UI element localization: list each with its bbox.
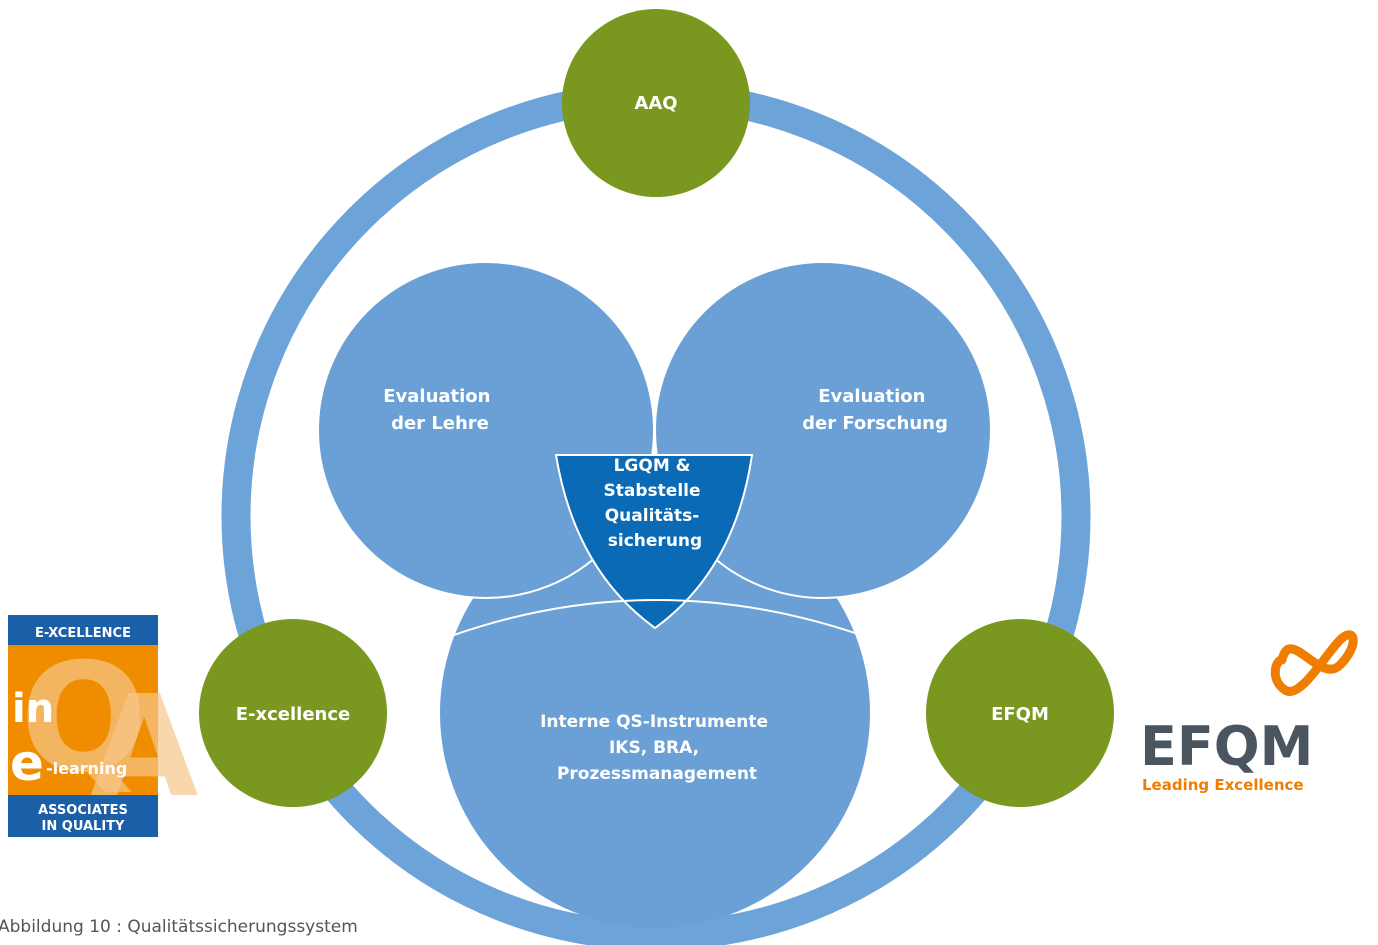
node-efqm xyxy=(926,619,1114,807)
excellence-logo-e: e xyxy=(10,734,44,792)
efqm-logo-name: EFQM xyxy=(1140,715,1313,778)
excellence-logo-bottom2: IN QUALITY xyxy=(42,819,125,834)
excellence-logo: E-XCELLENCE Q A in e -learning ASSOCIATE… xyxy=(8,615,198,837)
node-aaq-label: AAQ xyxy=(634,93,677,114)
excellence-logo-in: in xyxy=(12,686,54,732)
excellence-logo-bottom1: ASSOCIATES xyxy=(38,803,128,818)
node-excellence-label: E-xcellence xyxy=(236,704,351,725)
venn-circle-interne xyxy=(440,498,870,928)
venn-center-region xyxy=(554,454,754,630)
venn-circle-lehre xyxy=(318,262,654,598)
efqm-logo: EFQM Leading Excellence xyxy=(1140,630,1358,794)
node-efqm-label: EFQM xyxy=(991,704,1049,725)
label-forschung: Evaluation der Forschung xyxy=(802,386,948,434)
excellence-logo-a-mark: A xyxy=(90,666,198,829)
venn-outline-forschung xyxy=(654,261,992,599)
label-center: LGQM & Stabstelle Qualitäts- sicherung xyxy=(604,456,707,551)
excellence-logo-orange xyxy=(8,645,158,795)
venn-circle-forschung xyxy=(655,262,991,598)
excellence-logo-q-mark: Q xyxy=(20,632,148,806)
label-interne: Interne QS-Instrumente IKS, BRA, Prozess… xyxy=(540,712,774,784)
excellence-logo-learning: -learning xyxy=(46,759,127,778)
node-excellence xyxy=(199,619,387,807)
figure-caption: Abbildung 10 : Qualitätssicherungssystem xyxy=(0,917,358,937)
node-aaq xyxy=(562,9,750,197)
label-lehre: Evaluation der Lehre xyxy=(383,386,497,434)
venn-outline-interne xyxy=(439,599,876,641)
excellence-logo-top: E-XCELLENCE xyxy=(35,626,131,641)
efqm-logo-mark xyxy=(1270,630,1358,696)
efqm-logo-tagline: Leading Excellence xyxy=(1142,776,1304,794)
